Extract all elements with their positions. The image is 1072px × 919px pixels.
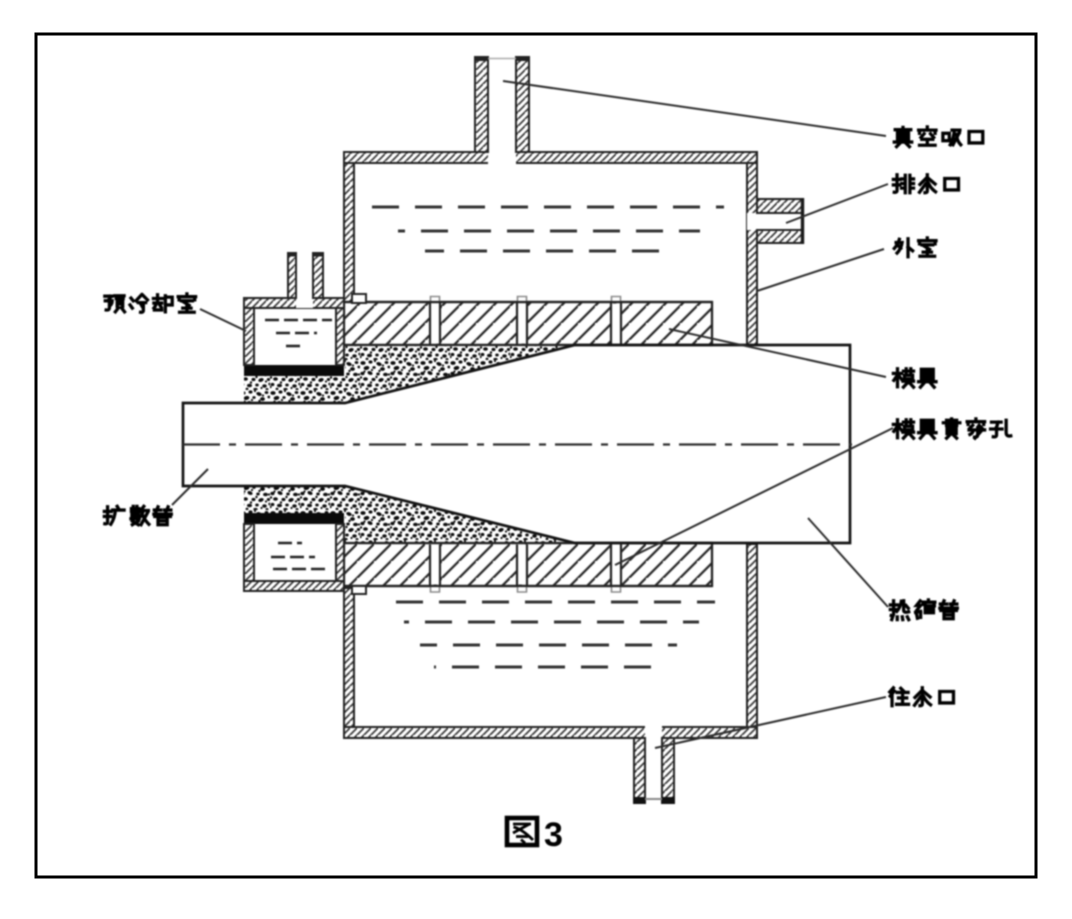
svg-text:3: 3 xyxy=(544,816,563,854)
